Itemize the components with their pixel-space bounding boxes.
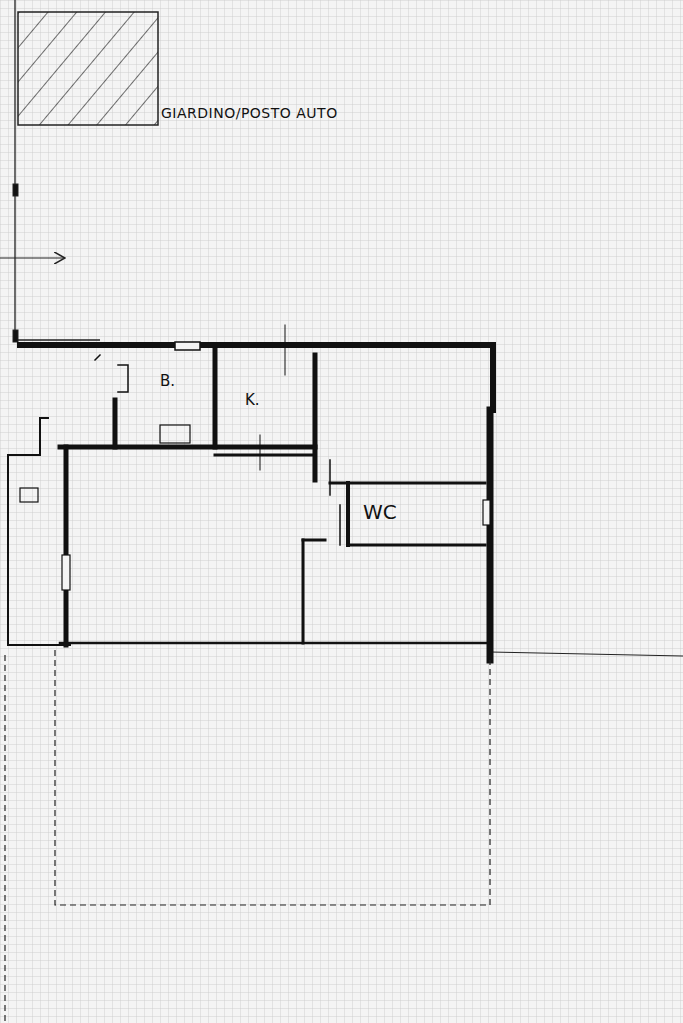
courtyard-outline [5,650,490,1023]
room-label: K. [245,392,260,409]
walls [8,325,493,660]
room-label: B. [160,373,175,390]
room-label: WC [363,501,397,523]
boundary [0,0,683,656]
parking-area [18,12,158,125]
area-label: GIARDINO/POSTO AUTO [161,106,338,121]
